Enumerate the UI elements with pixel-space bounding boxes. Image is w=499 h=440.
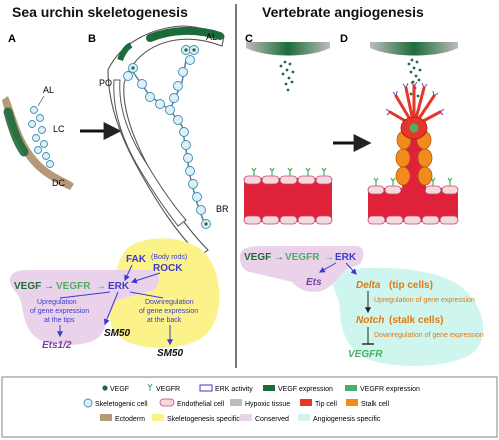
left-downreg-2: of gene expression [139, 308, 198, 315]
left-arrow-1: → [44, 281, 54, 292]
left-upreg-2: of gene expression [30, 308, 89, 315]
legend-endothelial: Endothelial cell [177, 401, 225, 408]
legend-vegf-icon [102, 385, 108, 391]
label-al-b: AL [206, 32, 217, 42]
legend-stalk: Stalk cell [361, 401, 389, 408]
label-lc: LC [53, 124, 65, 134]
right-downreg: Downregulation of gene expression [374, 332, 484, 339]
legend-conserved: Conserved [255, 416, 289, 423]
left-erk: ERK [108, 281, 130, 292]
left-downreg-3: at the back [147, 317, 182, 324]
right-arrow-2: → [324, 252, 334, 263]
left-title: Sea urchin skeletogenesis [12, 4, 188, 20]
left-sm50-b: SM50 [157, 348, 184, 359]
legend-endothelial-icon [159, 398, 175, 407]
legend-vegf-expr-icon [263, 385, 275, 391]
right-stalk-cells: (stalk cells) [389, 315, 443, 326]
right-pathway: VEGF → VEGFR → ERK Ets Delta (tip cells)… [240, 246, 484, 366]
right-title: Vertebrate angiogenesis [262, 4, 424, 20]
legend-erk-icon [199, 384, 213, 392]
panel-d-sprout [367, 81, 459, 225]
label-po: PO [99, 78, 112, 88]
legend-vegf-expr: VEGF expression [278, 386, 333, 393]
panel-b-embryo: PO AL BR [99, 25, 229, 257]
left-vegf: VEGF [14, 281, 41, 292]
legend-vegf: VEGF [110, 386, 129, 393]
right-ets: Ets [306, 277, 322, 288]
panel-label-b: B [88, 33, 96, 45]
legend-vegfr-expr-icon [345, 385, 357, 391]
legend-ectoderm: Ectoderm [115, 416, 145, 423]
legend-skeletogenesis-icon [152, 414, 164, 421]
panel-d-hypoxia [370, 42, 458, 98]
right-vegfr: VEGFR [285, 252, 320, 263]
left-upreg-1: Upregulation [37, 299, 77, 306]
panel-label-c: C [245, 33, 253, 45]
left-rock: ROCK [153, 263, 183, 274]
legend-tip: Tip cell [315, 401, 337, 408]
label-br: BR [216, 204, 229, 214]
legend-skeletogenic: Skeletogenic cell [95, 401, 148, 408]
right-tip-cells: (tip cells) [389, 280, 433, 291]
legend-ectoderm-icon [100, 414, 112, 421]
panel-c-hypoxia [246, 42, 330, 92]
panel-a-embryo: AL LC DC [2, 85, 74, 190]
legend-angiogenesis-icon [298, 414, 310, 421]
legend-vegfr-icon [147, 383, 153, 391]
legend: VEGF VEGFR ERK activity VEGF expression … [1, 376, 498, 438]
legend-hypoxic-icon [230, 399, 242, 406]
left-downreg-1: Downregulation [145, 299, 194, 306]
left-sm50-a: SM50 [104, 328, 131, 339]
legend-conserved-icon [240, 414, 252, 421]
right-erk: ERK [335, 252, 357, 263]
panel-label-d: D [340, 33, 348, 45]
left-vegfr: VEGFR [56, 281, 91, 292]
legend-vegfr: VEGFR [156, 386, 180, 393]
panel-c-vessel [243, 167, 333, 225]
right-vegfr-out: VEGFR [348, 349, 383, 360]
right-arrow-1: → [274, 252, 284, 263]
left-upreg-3: at the tips [44, 317, 75, 324]
legend-hypoxic: Hypoxic tissue [245, 401, 290, 408]
right-delta: Delta [356, 280, 381, 291]
label-dc: DC [52, 178, 65, 188]
label-al-a: AL [43, 85, 54, 95]
left-body-rods: (Body rods) [151, 254, 187, 261]
right-notch: Notch [356, 315, 384, 326]
legend-skeletogenesis: Skeletogenesis specific [167, 416, 240, 423]
legend-tip-icon [300, 399, 312, 406]
panel-label-a: A [8, 33, 16, 45]
left-ets: Ets1/2 [42, 340, 72, 351]
left-fak: FAK [126, 254, 147, 265]
legend-skeletogenic-icon [83, 398, 93, 408]
left-pathway: VEGF → VEGFR → ERK FAK (Body rods) ROCK … [10, 238, 220, 359]
left-arrow-2: → [96, 281, 106, 292]
legend-stalk-icon [346, 399, 358, 406]
right-vegf: VEGF [244, 252, 271, 263]
legend-erk: ERK activity [215, 386, 253, 393]
legend-angiogenesis: Angiogenesis specific [313, 416, 381, 423]
right-upreg: Upregulation of gene expression [374, 297, 475, 304]
legend-vegfr-expr: VEGFR expression [360, 386, 420, 393]
